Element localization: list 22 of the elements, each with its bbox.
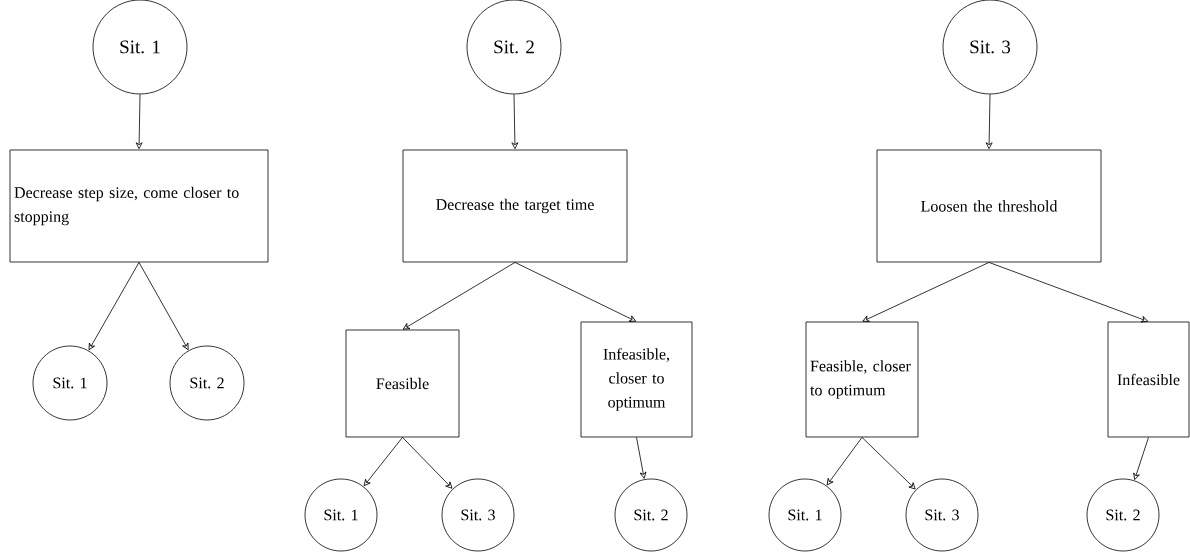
arrow (135, 94, 143, 150)
arrow (1133, 437, 1149, 480)
arrow (511, 94, 519, 150)
arrow (363, 437, 403, 487)
arrow (514, 262, 637, 322)
process-box: Loosen the threshold (876, 149, 1102, 263)
arrow (862, 262, 990, 322)
arrow (985, 94, 993, 150)
process-box: Decrease step size, come closer to stopping (9, 149, 269, 263)
arrow (402, 437, 453, 489)
arrow (826, 437, 863, 486)
process-box: Feasible (345, 329, 460, 438)
process-box: Feasible, closer to optimum (805, 321, 919, 438)
arrow (402, 262, 516, 330)
arrow (636, 437, 647, 479)
arrow (861, 437, 916, 490)
process-box: Infeasible, closer to optimum (580, 321, 693, 438)
arrow (88, 262, 140, 351)
process-box: Infeasible (1107, 321, 1190, 438)
arrow (988, 262, 1149, 323)
arrow (138, 262, 189, 351)
process-box: Decrease the target time (402, 149, 628, 263)
